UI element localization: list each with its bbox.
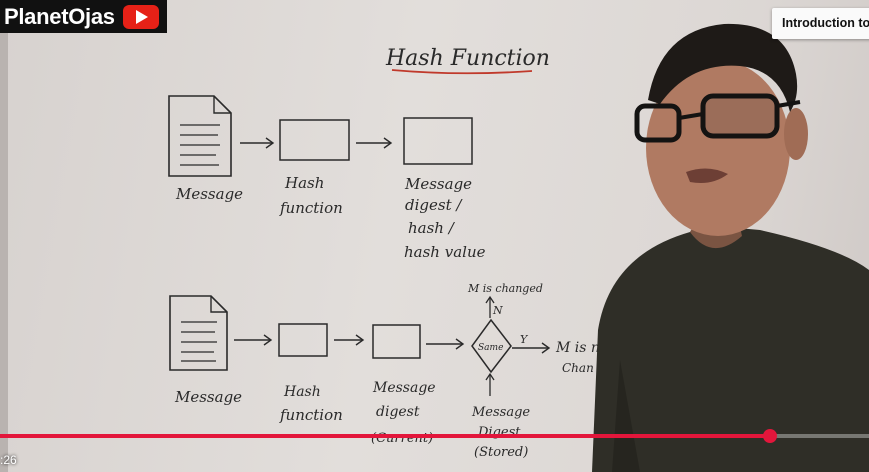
hash-function-box [279, 119, 350, 161]
arrow-up-icon [485, 372, 495, 396]
message-label: Message [174, 388, 242, 406]
decision-label: Same [478, 343, 503, 353]
digest-line-3: hash / [408, 219, 456, 237]
channel-name: PlanetOjas [4, 3, 115, 29]
scrubber-handle[interactable] [763, 429, 777, 443]
arrow-up-icon [485, 295, 495, 318]
hash-label: Hash [284, 174, 324, 192]
not-changed-line-1: M is n [555, 340, 600, 356]
function-label: function [279, 406, 343, 424]
arrow-icon [334, 334, 365, 346]
hash-function-box [278, 323, 328, 357]
function-label: function [279, 199, 343, 217]
message-digest-box [372, 324, 421, 359]
arrow-icon [426, 338, 465, 350]
yes-label: Y [520, 333, 529, 346]
digest-line-2: digest [376, 404, 420, 420]
arrow-icon [234, 334, 273, 346]
changed-label: M is changed [467, 282, 543, 295]
diagram-1: Message Hash function Message digest / h… [168, 95, 486, 261]
glasses-icon [634, 93, 801, 143]
not-changed-line-2: Chan [562, 361, 594, 375]
message-label: Message [175, 185, 243, 203]
document-icon [169, 295, 228, 371]
presenter-ear [784, 108, 808, 160]
document-icon [168, 95, 232, 177]
channel-logo[interactable]: PlanetOjas [0, 0, 167, 33]
digest-line-2: digest / [405, 196, 463, 214]
hash-label: Hash [283, 384, 321, 400]
board-title: Hash Function [385, 46, 550, 71]
presenter-mouth [686, 168, 728, 183]
presenter-hair [648, 23, 798, 112]
arrow-icon [512, 342, 551, 354]
digest-line-1: Message [404, 175, 472, 193]
presenter-face [646, 60, 790, 236]
message-digest-box [403, 117, 473, 165]
whiteboard-edge [0, 0, 8, 472]
arrow-icon [240, 137, 275, 149]
youtube-play-icon [122, 4, 159, 29]
video-title-card[interactable]: Introduction to C [772, 8, 869, 39]
stored-line-3: (Stored) [474, 445, 528, 460]
video-title: Introduction to C [782, 16, 869, 30]
presenter-shirt [592, 226, 869, 472]
arrow-icon [356, 137, 393, 149]
time-display: :26 [0, 453, 17, 467]
progress-bar-played [0, 434, 770, 438]
title-underline [391, 69, 533, 75]
digest-line-4: hash value [404, 243, 486, 261]
decision-diamond [471, 318, 512, 374]
digest-line-1: Message [372, 380, 436, 396]
no-label: N [492, 304, 503, 317]
stored-line-1: Message [471, 405, 530, 420]
